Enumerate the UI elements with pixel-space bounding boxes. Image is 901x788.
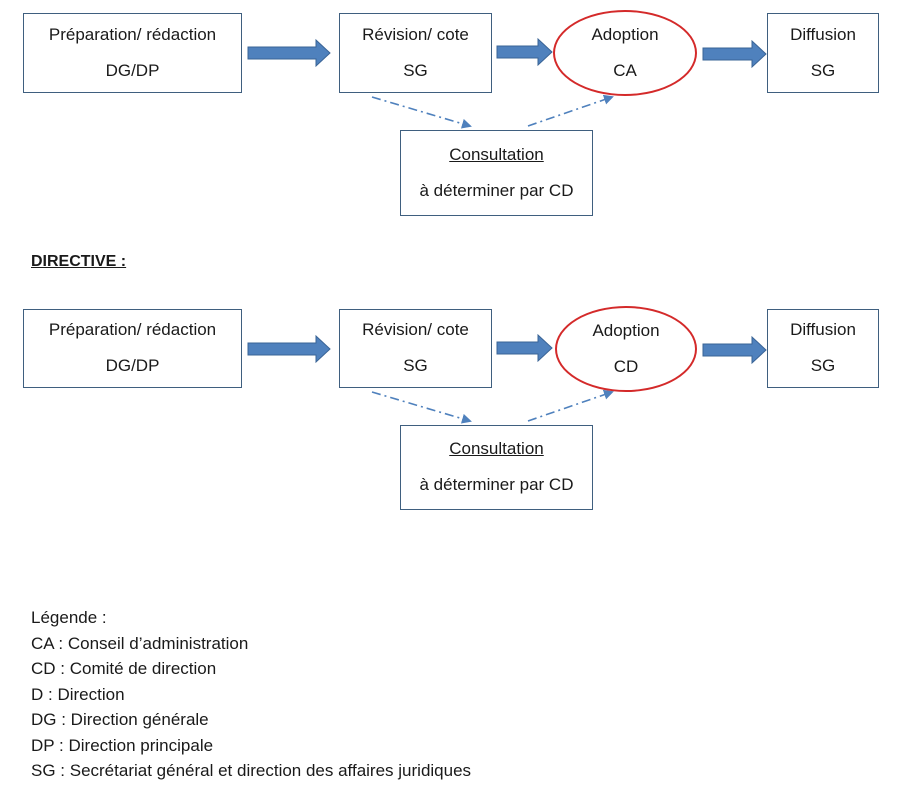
- consultation-actor: à déterminer par CD: [419, 475, 574, 494]
- dashed-arrow-consultation-to-adoption: [527, 389, 614, 422]
- flow-2-arrows: [247, 333, 767, 424]
- legend-item: SG : Secrétariat général et direction de…: [31, 761, 472, 780]
- block-arrow-revision-to-adoption: [496, 333, 553, 363]
- adoption-ellipse: Adoption CA: [553, 10, 697, 96]
- block-arrow-adoption-to-diffusion: [702, 335, 767, 365]
- adoption-actor: CD: [613, 356, 639, 376]
- flow-diagram-1: Préparation/ rédaction DG/DP Révision/ c…: [0, 0, 901, 220]
- diffusion-title: Diffusion: [790, 320, 856, 340]
- diffusion-title: Diffusion: [790, 24, 856, 44]
- prep-title: Préparation/ rédaction: [48, 24, 217, 44]
- adoption-title: Adoption: [592, 320, 660, 340]
- dashed-arrow-revision-to-consultation: [371, 391, 472, 424]
- block-arrow-adoption-to-diffusion: [702, 39, 767, 69]
- legend: Légende : CA : Conseil d’administration …: [31, 605, 471, 784]
- flow-diagram-2: Préparation/ rédaction DG/DP Révision/ c…: [0, 296, 901, 516]
- dashed-arrow-consultation-to-adoption: [527, 94, 614, 127]
- flow-1-arrows: [247, 37, 767, 129]
- revision-title: Révision/ cote: [362, 24, 469, 44]
- prep-box: Préparation/ rédaction DG/DP: [23, 309, 242, 388]
- section-title-directive: DIRECTIVE :: [31, 253, 127, 270]
- diffusion-box: Diffusion SG: [767, 13, 879, 93]
- diffusion-box: Diffusion SG: [767, 309, 879, 388]
- revision-actor: SG: [403, 356, 428, 375]
- revision-title: Révision/ cote: [362, 320, 469, 340]
- revision-box: Révision/ cote SG: [339, 13, 492, 93]
- diffusion-actor: SG: [810, 60, 836, 80]
- legend-item: CD : Comité de direction: [31, 659, 217, 678]
- legend-item: D : Direction: [31, 684, 125, 704]
- prep-title: Préparation/ rédaction: [48, 320, 217, 340]
- adoption-ellipse: Adoption CD: [555, 306, 697, 392]
- consultation-title: Consultation: [449, 439, 544, 459]
- adoption-actor: CA: [613, 60, 637, 80]
- prep-box: Préparation/ rédaction DG/DP: [23, 13, 242, 93]
- revision-actor: SG: [403, 60, 428, 80]
- consultation-box: Consultation à déterminer par CD: [400, 130, 593, 216]
- consultation-title: Consultation: [449, 144, 544, 164]
- consultation-actor: à déterminer par CD: [419, 180, 574, 200]
- consultation-box: Consultation à déterminer par CD: [400, 425, 593, 510]
- diffusion-actor: SG: [810, 356, 836, 375]
- legend-item: DG : Direction générale: [31, 710, 209, 729]
- block-arrow-prep-to-revision: [247, 38, 331, 68]
- block-arrow-prep-to-revision: [247, 334, 331, 364]
- adoption-title: Adoption: [591, 24, 659, 44]
- prep-actor: DG/DP: [105, 60, 160, 80]
- legend-title: Légende :: [31, 608, 107, 627]
- legend-item: DP : Direction principale: [31, 735, 214, 755]
- legend-item: CA : Conseil d’administration: [31, 633, 249, 653]
- block-arrow-revision-to-adoption: [496, 37, 553, 67]
- dashed-arrow-revision-to-consultation: [371, 96, 472, 129]
- prep-actor: DG/DP: [105, 356, 160, 375]
- revision-box: Révision/ cote SG: [339, 309, 492, 388]
